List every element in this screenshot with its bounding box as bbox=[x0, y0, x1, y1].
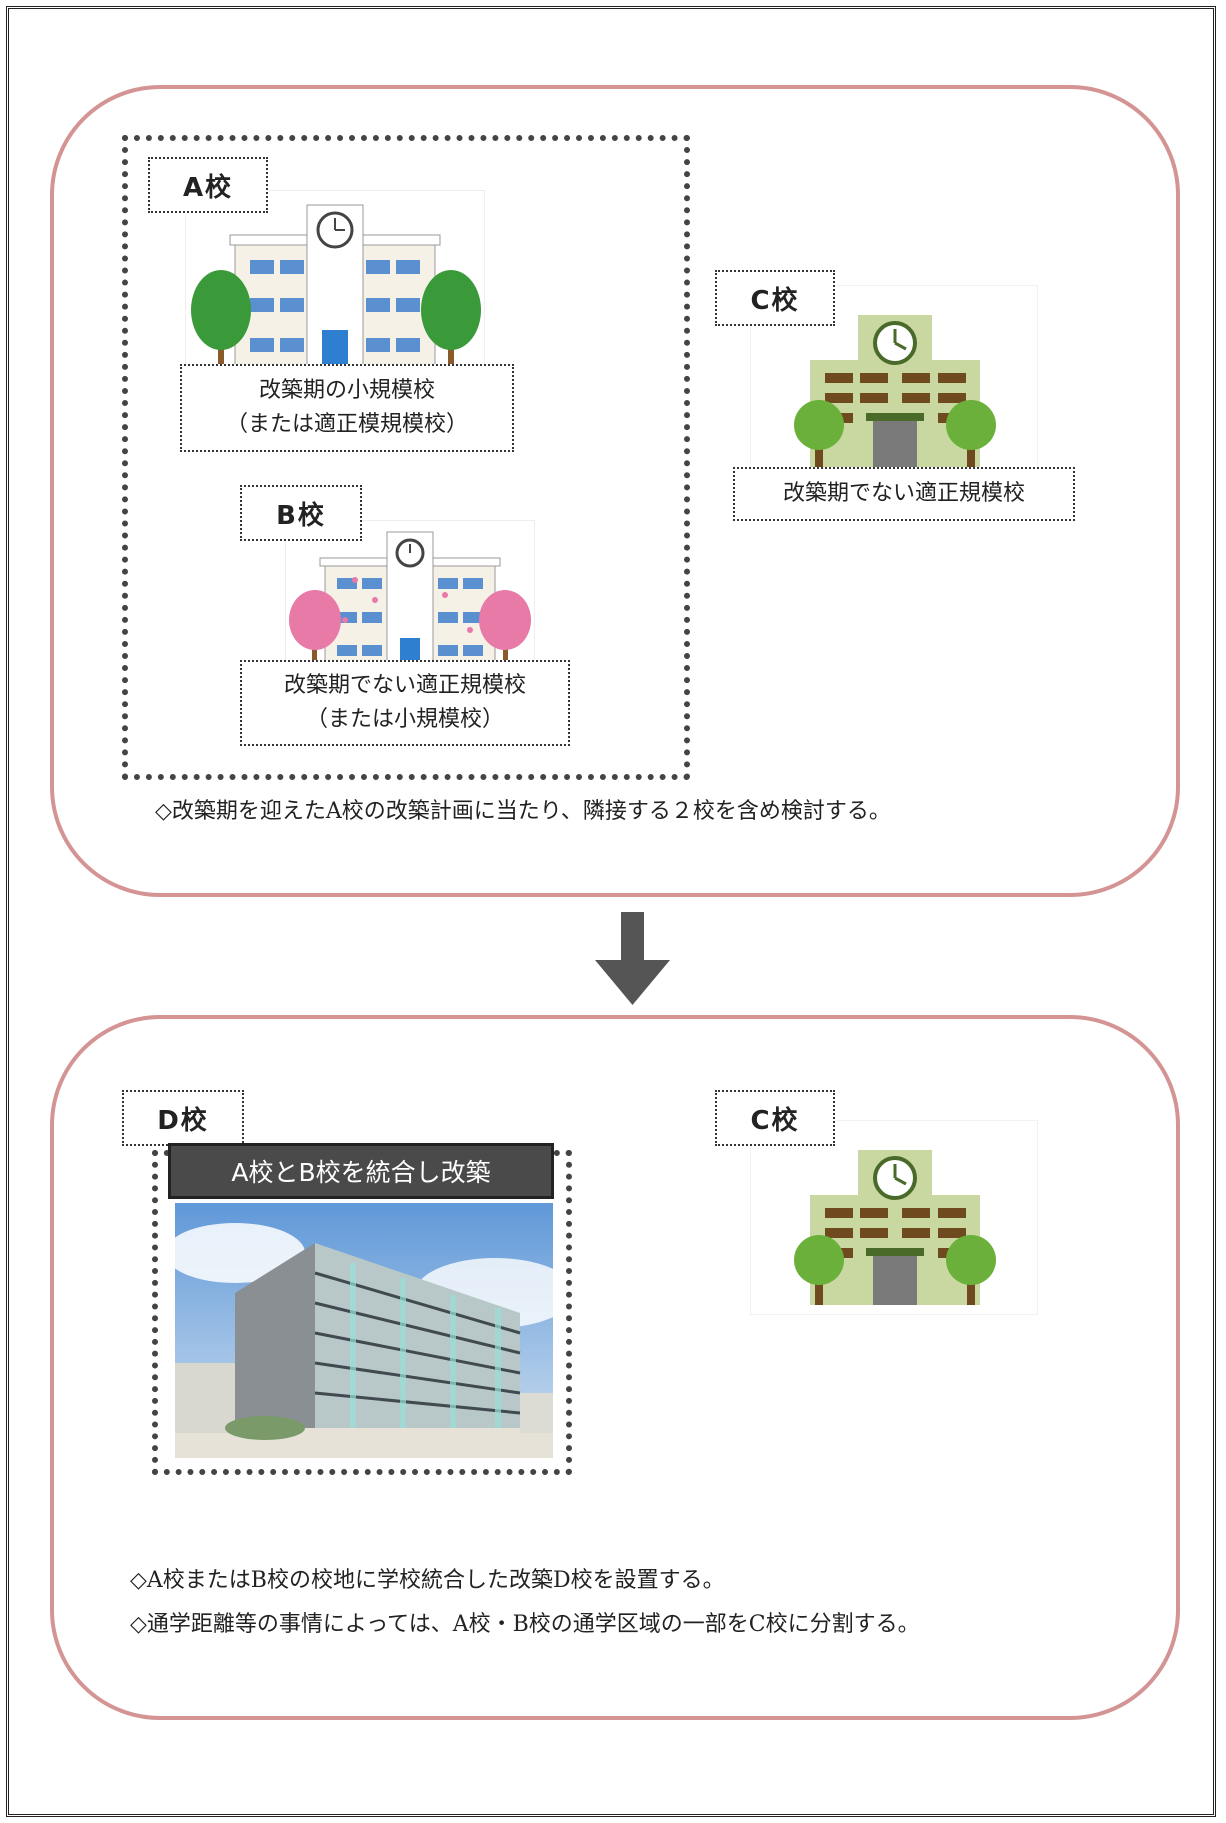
proposed-state-panel bbox=[50, 1015, 1180, 1720]
bottom-panel-note-2: ◇通学距離等の事情によっては、A校・B校の通学区域の一部をC校に分割する。 bbox=[130, 1612, 920, 1637]
bottom-panel-note-1: ◇A校またはB校の校地に学校統合した改築D校を設置する。 bbox=[130, 1568, 725, 1593]
down-arrow-icon bbox=[595, 912, 670, 1005]
new-school-building-photo bbox=[175, 1203, 553, 1458]
school-a-caption-line1: 改築期の小規模校 bbox=[258, 378, 435, 403]
school-d-tag-text: D校 bbox=[157, 1105, 209, 1136]
school-c-tag: C校 bbox=[715, 270, 835, 326]
school-a-caption: 改築期の小規模校 （または適正模規模校） bbox=[180, 364, 514, 452]
school-a-caption-line2: （または適正模規模校） bbox=[225, 412, 468, 437]
school-b-tag: B校 bbox=[240, 485, 362, 541]
outer-frame bbox=[6, 6, 1216, 1817]
school-a-tag-text: A校 bbox=[182, 172, 234, 203]
school-c-illustration-bottom bbox=[750, 1120, 1038, 1315]
school-d-banner-text: A校とB校を統合し改築 bbox=[231, 1158, 491, 1187]
school-b-illustration bbox=[285, 520, 535, 665]
school-b-tag-text: B校 bbox=[276, 500, 326, 531]
school-a-illustration bbox=[185, 190, 485, 365]
school-c-tag-bottom: C校 bbox=[715, 1090, 835, 1146]
school-d-banner: A校とB校を統合し改築 bbox=[168, 1143, 554, 1199]
school-c-tag-text: C校 bbox=[750, 285, 800, 316]
school-c-tag-bottom-text: C校 bbox=[750, 1105, 800, 1136]
school-a-tag: A校 bbox=[148, 157, 268, 213]
school-b-caption-line1: 改築期でない適正規模校 bbox=[283, 673, 526, 698]
school-d-tag: D校 bbox=[122, 1090, 244, 1146]
school-c-caption-text: 改築期でない適正規模校 bbox=[782, 481, 1025, 506]
school-b-caption: 改築期でない適正規模校 （または小規模校） bbox=[240, 660, 570, 746]
school-b-caption-line2: （または小規模校） bbox=[305, 707, 504, 732]
top-panel-note: ◇改築期を迎えたA校の改築計画に当たり、隣接する２校を含め検討する。 bbox=[155, 799, 891, 824]
school-c-illustration bbox=[750, 285, 1038, 480]
current-state-panel bbox=[50, 85, 1180, 897]
school-c-caption: 改築期でない適正規模校 bbox=[733, 467, 1075, 521]
ab-school-group bbox=[122, 135, 690, 780]
